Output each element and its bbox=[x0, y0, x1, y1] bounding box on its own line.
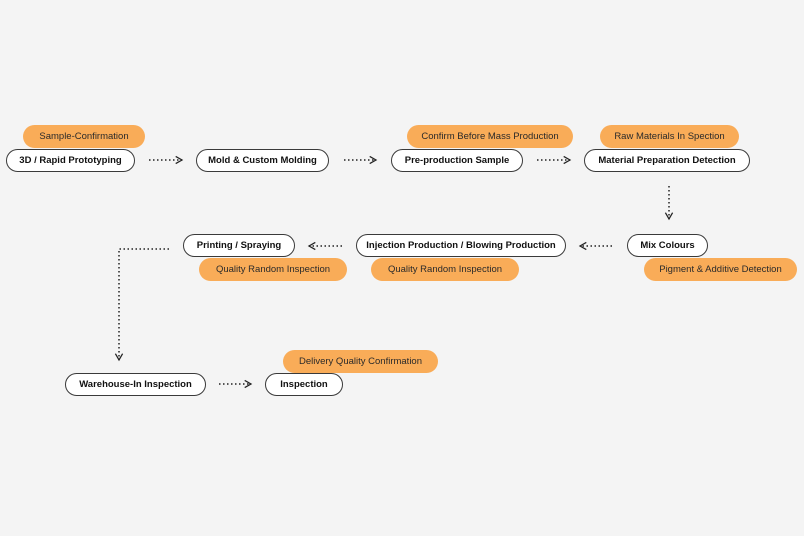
step-pre-production-sample: Pre-production Sample bbox=[391, 149, 523, 172]
tag-sample-confirmation: Sample-Confirmation bbox=[23, 125, 145, 148]
tag-pigment-additive-detection: Pigment & Additive Detection bbox=[644, 258, 797, 281]
tag-quality-random-inspection-printing: Quality Random Inspection bbox=[199, 258, 347, 281]
tag-quality-random-inspection-injection: Quality Random Inspection bbox=[371, 258, 519, 281]
step-3d-rapid-prototyping: 3D / Rapid Prototyping bbox=[6, 149, 135, 172]
step-material-preparation-detection: Material Preparation Detection bbox=[584, 149, 750, 172]
tag-delivery-quality-confirmation: Delivery Quality Confirmation bbox=[283, 350, 438, 373]
tag-confirm-before-mass-production: Confirm Before Mass Production bbox=[407, 125, 573, 148]
step-injection-blowing-production: Injection Production / Blowing Productio… bbox=[356, 234, 566, 257]
step-inspection: Inspection bbox=[265, 373, 343, 396]
step-mix-colours: Mix Colours bbox=[627, 234, 708, 257]
step-printing-spraying: Printing / Spraying bbox=[183, 234, 295, 257]
step-warehouse-in-inspection: Warehouse-In Inspection bbox=[65, 373, 206, 396]
tag-raw-materials-inspection: Raw Materials In Spection bbox=[600, 125, 739, 148]
arrow-s7-to-s8 bbox=[114, 248, 169, 362]
step-mold-custom-molding: Mold & Custom Molding bbox=[196, 149, 329, 172]
